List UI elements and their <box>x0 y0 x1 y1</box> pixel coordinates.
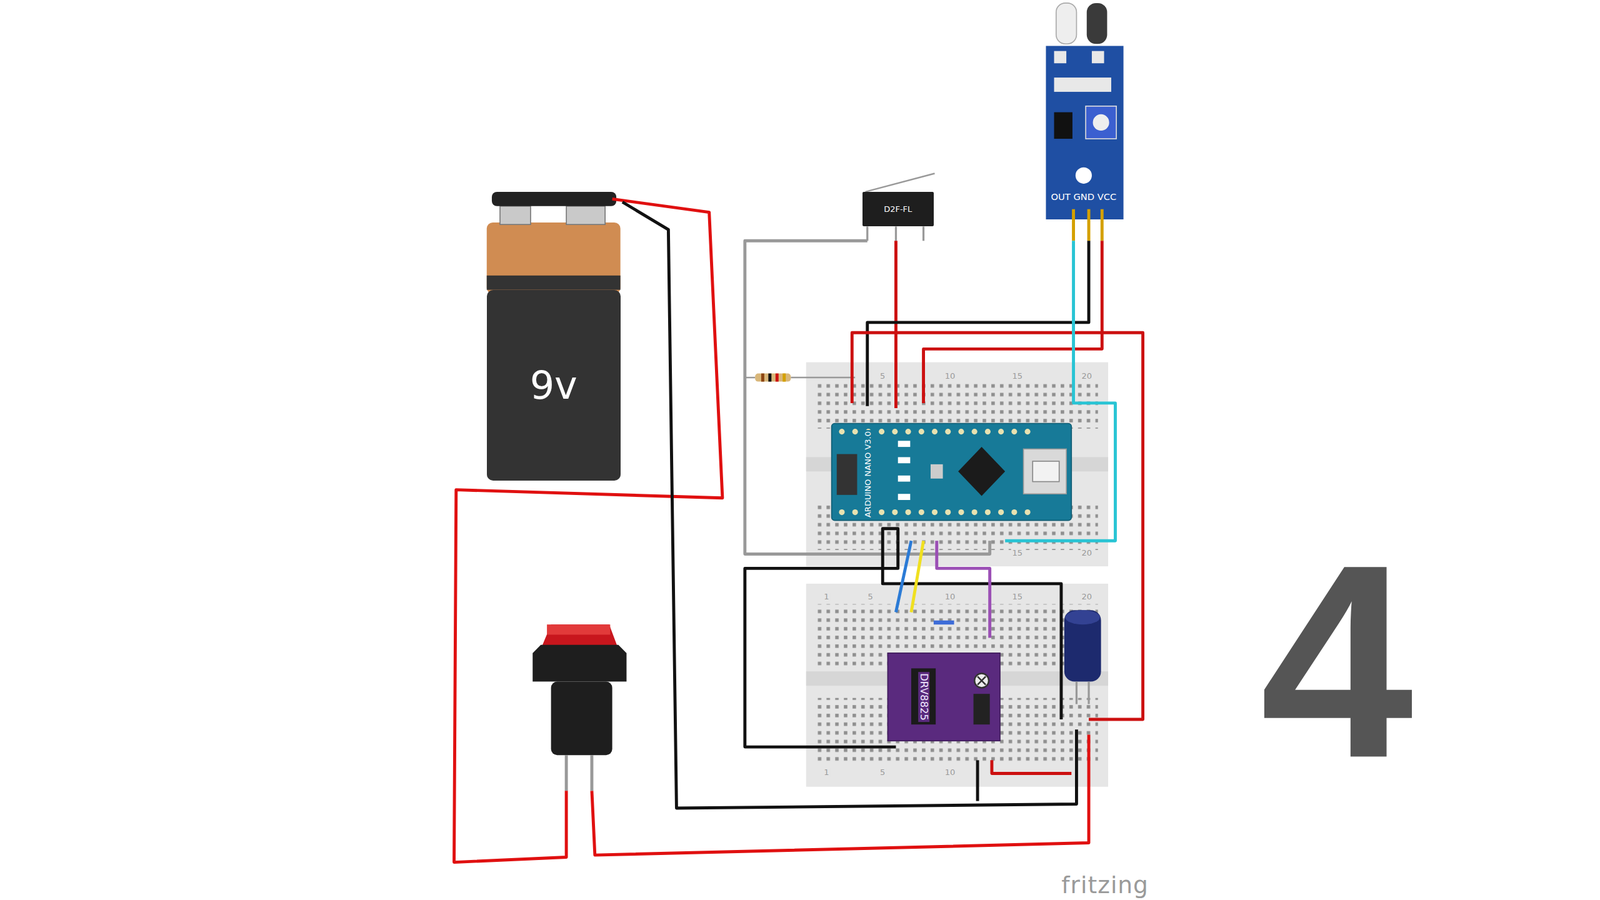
column-number: 10 <box>943 592 957 602</box>
column-number: 20 <box>1080 371 1094 382</box>
step-number: 4 <box>1260 523 1414 800</box>
chip-label: DRV8825 <box>917 671 929 722</box>
column-number: 15 <box>1010 592 1024 602</box>
part-label: 9v <box>530 362 578 409</box>
column-number: 5 <box>866 592 874 602</box>
push-button <box>532 624 627 791</box>
battery-9v <box>486 191 621 294</box>
column-number: 20 <box>1080 592 1094 602</box>
pin-label: OUT GND VCC <box>1049 191 1118 203</box>
column-number: 5 <box>878 767 887 777</box>
watermark: fritzing <box>1061 873 1149 898</box>
column-number: 10 <box>943 371 957 382</box>
column-number: 1 <box>822 592 830 602</box>
wires <box>454 198 1144 862</box>
board-label: ARDUINO NANO V3.0 <box>863 430 874 519</box>
breadboard-bottom <box>806 583 1109 787</box>
column-number: 20 <box>1080 548 1094 558</box>
column-number: 10 <box>943 767 957 777</box>
limit-switch-body: D2F-FL <box>862 191 934 227</box>
column-number: 15 <box>1010 371 1024 382</box>
column-number: 15 <box>1010 548 1024 558</box>
battery-body: 9v <box>486 290 621 481</box>
column-number: 1 <box>822 767 830 777</box>
arduino-nano <box>831 423 1072 521</box>
part-label: D2F-FL <box>883 204 912 214</box>
stepper-driver <box>887 653 1000 741</box>
column-number: 5 <box>878 371 887 382</box>
ir-sensor <box>1045 3 1124 241</box>
resistor-symbol <box>755 373 791 382</box>
capacitor <box>1064 610 1102 704</box>
